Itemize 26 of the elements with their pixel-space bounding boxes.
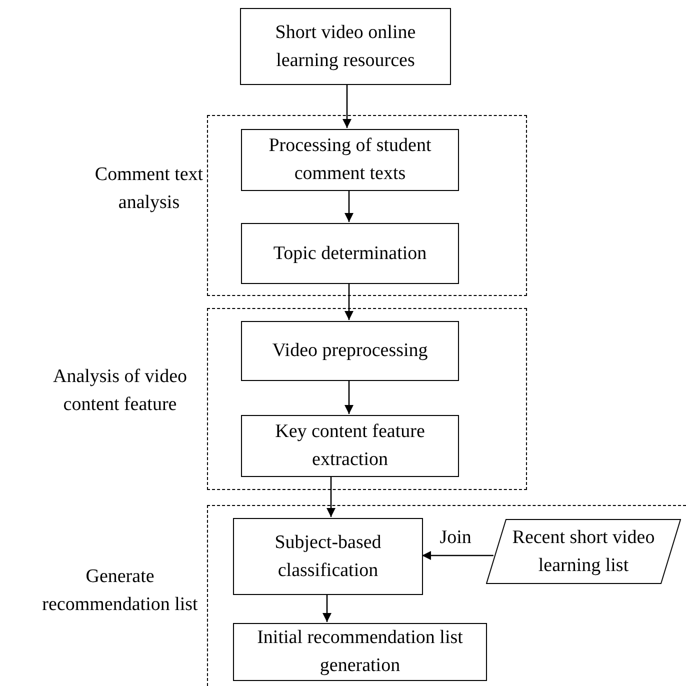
node-text: Key content feature extraction [274, 420, 426, 472]
arrow [344, 380, 354, 414]
node-text: Topic determination [272, 242, 428, 266]
arrow [422, 551, 494, 560]
process-box [233, 518, 423, 595]
arrow [344, 190, 354, 222]
node-text: Processing of student comment texts [268, 134, 432, 186]
arrow [344, 283, 354, 320]
group-heading: Comment text analysis [94, 163, 204, 215]
node-text: Short video online learning resources [274, 20, 417, 72]
node-text: Video preprocessing [271, 339, 429, 363]
node-text: Recent short video learning list [511, 526, 656, 578]
arrow [322, 594, 332, 622]
node-text: Initial recommendation list generation [256, 626, 464, 678]
process-box [233, 623, 487, 681]
group-heading: Analysis of video content feature [52, 365, 188, 417]
arrow [342, 85, 352, 128]
process-box [241, 223, 459, 284]
node-text: Subject-based classification [274, 530, 382, 582]
process-box [241, 321, 459, 381]
process-box [241, 129, 459, 191]
arrow [326, 476, 336, 517]
group-heading: Generate recommendation list [41, 565, 199, 617]
process-box [240, 8, 451, 85]
parallelogram-box [486, 519, 681, 584]
process-box [241, 415, 459, 477]
